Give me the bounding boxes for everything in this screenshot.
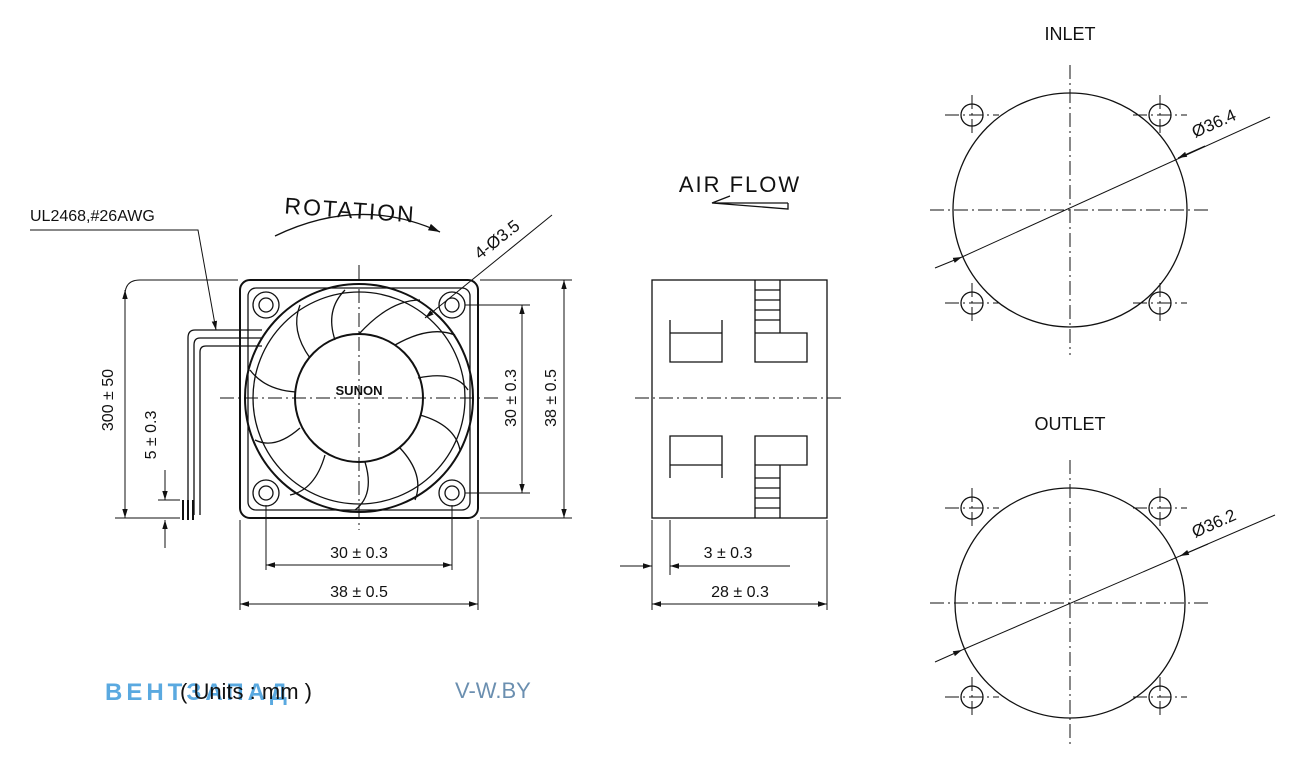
units-note: ( Units : mm ) [180, 679, 312, 704]
hole-pitch-h-dim: 30 ± 0.3 [330, 545, 388, 562]
outlet-label: OUTLET [1034, 414, 1105, 434]
frame-width-dim: 38 ± 0.5 [330, 584, 388, 601]
outlet-diameter: Ø36.2 [1189, 505, 1239, 541]
frame-height-dim: 38 ± 0.5 [543, 369, 560, 427]
rotation-arrow [274, 213, 441, 237]
side-view: AIR FLOW 3 ± 0.3 28 ± 0.3 [620, 172, 845, 610]
outlet-view: OUTLET Ø36.2 [930, 414, 1276, 748]
lead-length-dim: 300 ± 50 [100, 369, 117, 431]
depth-dim: 28 ± 0.3 [711, 584, 769, 601]
outlet-holes [945, 488, 1187, 717]
airflow-arrow [711, 195, 789, 210]
cable-label: UL2468,#26AWG [30, 208, 155, 225]
rotation-label: ROTATION [284, 192, 417, 227]
front-view: SUNON ROTATION UL2468,#26AWG 4-Ø3.5 300 … [30, 192, 572, 610]
lead-wires [182, 329, 262, 520]
watermark-name: ВЕНТЗАПАД [105, 679, 291, 706]
inlet-holes [945, 95, 1187, 323]
hole-callout: 4-Ø3.5 [471, 216, 524, 263]
airflow-label: AIR FLOW [679, 172, 801, 197]
watermark-site: V-W.BY [455, 678, 531, 703]
inlet-label: INLET [1044, 24, 1095, 44]
side-frame [651, 279, 828, 519]
strip-length-dim: 5 ± 0.3 [143, 410, 160, 459]
flange-dim: 3 ± 0.3 [704, 545, 753, 562]
inlet-diameter: Ø36.4 [1189, 105, 1239, 141]
fan-blades [249, 289, 469, 511]
inlet-view: INLET Ø36.4 [930, 24, 1271, 355]
hole-pitch-v-dim: 30 ± 0.3 [503, 369, 520, 427]
